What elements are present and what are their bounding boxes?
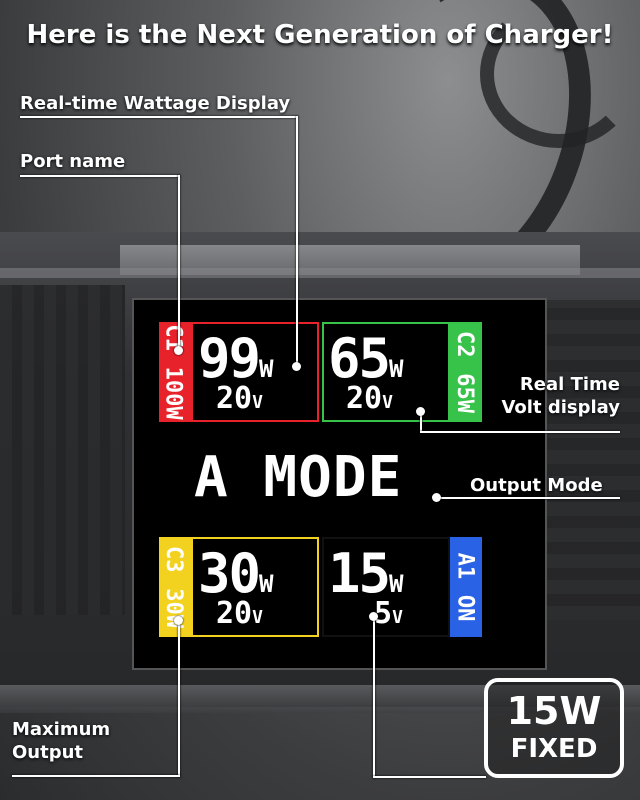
port-c1-tag: C1 100W — [159, 322, 191, 422]
output-mode-callout-h — [438, 497, 620, 499]
port-c3-name: C3 — [161, 546, 186, 573]
volt-callout-h — [420, 431, 620, 433]
lcd-screen: C1 100W 99W 20V 65W 20V C2 65W A MODE C3… — [132, 298, 547, 670]
wattage-callout-dot — [292, 362, 301, 371]
port-c2-name: C2 — [452, 331, 477, 358]
volt-label-line1: Real Time — [519, 374, 620, 395]
port-a1-wattage: 15W — [328, 542, 404, 605]
port-c2-voltage: 20V — [346, 381, 393, 416]
port-name-callout-v — [178, 175, 180, 350]
port-c2-max: 65W — [452, 373, 477, 413]
port-name-label: Port name — [20, 151, 126, 172]
port-c1-name: C1 — [161, 324, 187, 351]
max-output-label-line2: Output — [12, 742, 84, 764]
max-output-label-line1: Maximum — [12, 719, 111, 740]
max-callout-h — [12, 775, 180, 777]
volt-label: Real Time Volt display — [490, 373, 620, 420]
port-c2-tag: C2 65W — [450, 322, 482, 422]
port-a1-tag: A1 ON — [450, 537, 482, 637]
badge-wattage: 15W — [506, 689, 602, 733]
a1-callout-v — [373, 616, 375, 778]
wattage-label: Real-time Wattage Display — [20, 93, 291, 114]
a1-callout-dot — [369, 612, 378, 621]
circuit-board-right — [540, 300, 640, 620]
circuit-board-left — [0, 285, 125, 615]
badge-fixed: FIXED — [510, 734, 598, 764]
port-name-callout-dot — [174, 346, 183, 355]
max-callout-v — [178, 620, 180, 777]
volt-label-line2: Volt display — [501, 397, 620, 419]
wattage-callout-v — [296, 116, 298, 366]
output-mode-text: A MODE — [194, 445, 403, 510]
port-a1-voltage: 5V — [374, 596, 403, 631]
charger-rail — [0, 268, 640, 278]
port-c2-wattage: 65W — [328, 327, 404, 390]
port-c3-cell — [191, 537, 319, 637]
port-c1-max: 100W — [161, 366, 187, 420]
fixed-output-badge: 15W FIXED — [484, 678, 624, 778]
wattage-callout-h — [20, 116, 298, 118]
port-c3-voltage: 20V — [216, 596, 263, 631]
output-mode-label: Output Mode — [470, 475, 603, 496]
a1-callout-h — [373, 776, 486, 778]
max-output-label: Maximum Output — [12, 718, 110, 765]
port-a1-name: A1 — [452, 552, 477, 580]
max-callout-dot — [174, 616, 183, 625]
volt-callout-dot — [416, 407, 425, 416]
port-c3-wattage: 30W — [198, 542, 274, 605]
port-c1-voltage: 20V — [216, 381, 263, 416]
port-c1-cell — [191, 322, 319, 422]
port-a1-max: ON — [452, 594, 477, 622]
port-name-callout-h — [20, 175, 180, 177]
port-a1-cell — [322, 537, 450, 637]
port-c1-wattage: 99W — [198, 327, 274, 390]
volt-callout-v — [420, 412, 422, 433]
headline: Here is the Next Generation of Charger! — [26, 20, 614, 50]
port-c2-cell — [322, 322, 450, 422]
output-mode-callout-dot — [432, 493, 441, 502]
